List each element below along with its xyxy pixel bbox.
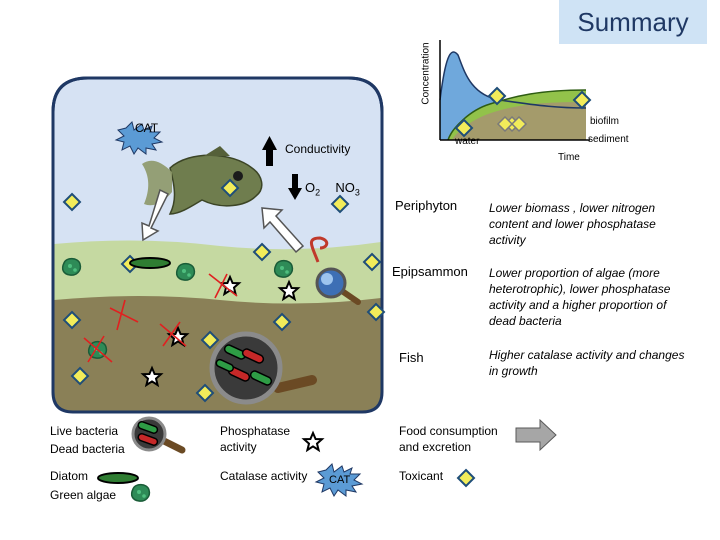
worm-icon xyxy=(310,236,329,263)
legend-toxicant-diamond-icon xyxy=(457,469,475,487)
inset-chart xyxy=(439,40,591,141)
effect-name-epipsammon: Epipsammon xyxy=(392,264,468,279)
legend-catalase: Catalase activity xyxy=(220,469,308,483)
inset-biofilm-label: biofilm xyxy=(590,116,619,127)
diatom-cells xyxy=(129,257,171,269)
inset-water-label: water xyxy=(455,136,480,147)
periphyton-layer xyxy=(54,240,381,305)
magnifier-icon xyxy=(315,267,361,305)
tank-cat-badge: CAT xyxy=(135,121,159,135)
effect-name-periphyton: Periphyton xyxy=(395,198,458,213)
legend-diatom-icon xyxy=(97,472,139,484)
conductivity-label: Conductivity xyxy=(285,142,351,156)
oxygen-nitrate-down-arrow xyxy=(288,174,302,200)
effect-name-fish: Fish xyxy=(399,350,424,365)
legend-phosphatase: Phosphatase activity xyxy=(220,424,291,454)
effect-text-fish: Higher catalase activity and changes in … xyxy=(489,348,685,378)
legend-green-algae: Green algae xyxy=(50,488,117,502)
inset-sediment-label: sediment xyxy=(588,134,629,145)
fish-icon xyxy=(142,146,263,215)
legend-green-algae-icon xyxy=(130,483,151,502)
legend-dead-bacteria: Dead bacteria xyxy=(50,442,125,456)
legend-food-arrow-icon xyxy=(515,418,557,452)
legend-magnifier-icon xyxy=(131,416,186,454)
legend-catalase-badge: CAT xyxy=(329,474,351,486)
effect-text-epipsammon: Lower proportion of algae (more heterotr… xyxy=(489,266,671,328)
inset-y-axis-label: Concentration xyxy=(420,42,432,105)
legend-diatom: Diatom xyxy=(50,469,89,483)
inset-x-axis-label: Time xyxy=(558,152,580,163)
reduced-markers xyxy=(83,273,238,363)
oxygen-nitrate-label: O2 NO3 xyxy=(305,180,360,198)
legend-food: Food consumption and excretion xyxy=(399,424,498,454)
food-consumption-arrow xyxy=(141,188,170,242)
excretion-arrow xyxy=(261,207,305,254)
legend-catalase-burst-icon xyxy=(314,463,364,497)
conductivity-up-arrow xyxy=(262,136,277,166)
legend-toxicant: Toxicant xyxy=(399,469,444,483)
catalase-burst-icon xyxy=(114,121,164,155)
page-title: Summary xyxy=(559,0,707,44)
magnifier-bacteria-icon xyxy=(209,331,317,405)
legend-live-bacteria: Live bacteria xyxy=(50,424,119,438)
effect-text-periphyton: Lower biomass , lower nitrogen content a… xyxy=(489,201,656,247)
